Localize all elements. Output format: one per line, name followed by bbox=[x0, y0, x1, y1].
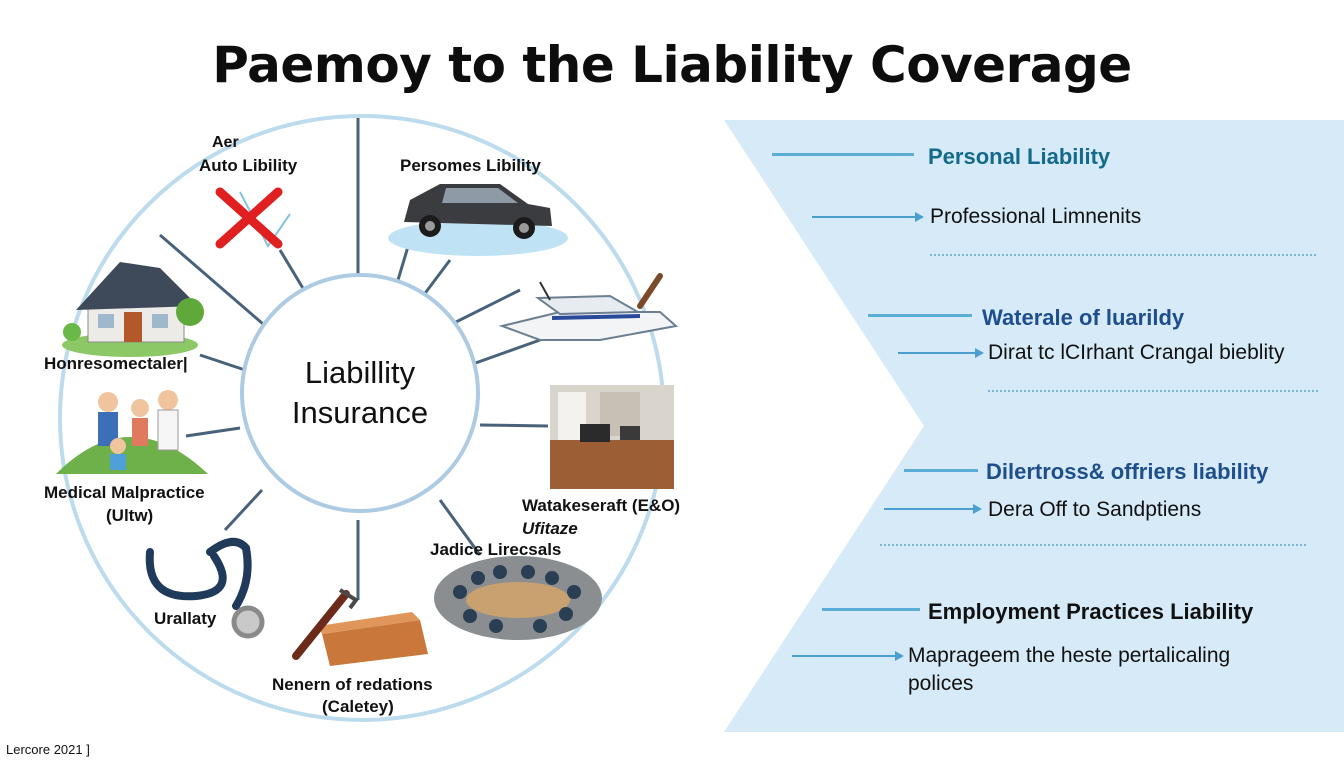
text-professional-limits: Professional Limnenits bbox=[930, 205, 1142, 228]
hub-line-1: Liabillity bbox=[304, 355, 416, 390]
heading-line bbox=[868, 314, 972, 317]
hub-line-2: Insurance bbox=[291, 395, 429, 430]
meeting-room-image bbox=[434, 556, 602, 640]
label-auto-liability: Auto Libility bbox=[199, 156, 298, 175]
hub-circle bbox=[240, 273, 480, 513]
no-auto-icon bbox=[215, 187, 291, 249]
label-homeowners: Honresomectaler| bbox=[44, 354, 188, 373]
arrow-icon bbox=[884, 504, 982, 514]
house-icon bbox=[62, 262, 204, 357]
heading-directors-officers: Dilertross& offriers liability bbox=[986, 459, 1269, 484]
arrow-icon bbox=[792, 651, 904, 661]
liability-diagram bbox=[56, 114, 679, 722]
hub-label: Liabillity Insurance bbox=[240, 288, 480, 498]
label-nenern: Nenern of redations bbox=[272, 675, 433, 694]
watercraft-icon bbox=[498, 273, 679, 341]
heading-line bbox=[822, 608, 920, 611]
stethoscope-icon bbox=[145, 538, 265, 639]
heading-waterale: Waterale of luarildy bbox=[982, 305, 1185, 330]
family-icon bbox=[56, 390, 208, 474]
arrow-icon bbox=[898, 348, 984, 358]
heading-employment-practices: Employment Practices Liability bbox=[928, 599, 1254, 624]
footer-label: Lercore 2021 ] bbox=[6, 742, 90, 757]
label-nenern-sub: (Caletey) bbox=[322, 697, 394, 716]
text-dera-off: Dera Off to Sandptiens bbox=[988, 498, 1202, 521]
office-room-image bbox=[550, 385, 674, 489]
label-medical-sub: (Ultw) bbox=[106, 506, 154, 525]
car-icon bbox=[388, 184, 568, 256]
label-auto-top: Aer bbox=[212, 134, 239, 151]
spokes bbox=[159, 118, 549, 600]
heading-personal-liability: Personal Liability bbox=[928, 144, 1111, 169]
label-medical-malpractice: Medical Malpractice bbox=[44, 483, 205, 502]
label-persones-liability: Persomes Libility bbox=[400, 156, 541, 175]
text-dirat: Dirat tc lCIrhant Crangal bieblity bbox=[988, 341, 1285, 364]
text-maprageem: Maprageem the heste pertalicaling police… bbox=[908, 644, 1231, 695]
label-watercraft: Watakeseraft (E&O) bbox=[522, 496, 681, 515]
divider bbox=[880, 544, 1306, 546]
page-title: Paemoy to the Liability Coverage bbox=[212, 36, 1132, 94]
label-urality: Urallaty bbox=[154, 609, 217, 628]
divider bbox=[988, 390, 1318, 392]
arrow-icon bbox=[812, 212, 924, 222]
label-judicial: Jadice Lirecsals bbox=[430, 540, 562, 559]
label-watercraft-sub: Ufitaze bbox=[522, 519, 578, 538]
divider bbox=[930, 254, 1316, 256]
heading-line bbox=[904, 469, 978, 472]
gavel-box-icon bbox=[292, 588, 428, 666]
heading-line bbox=[772, 153, 914, 156]
